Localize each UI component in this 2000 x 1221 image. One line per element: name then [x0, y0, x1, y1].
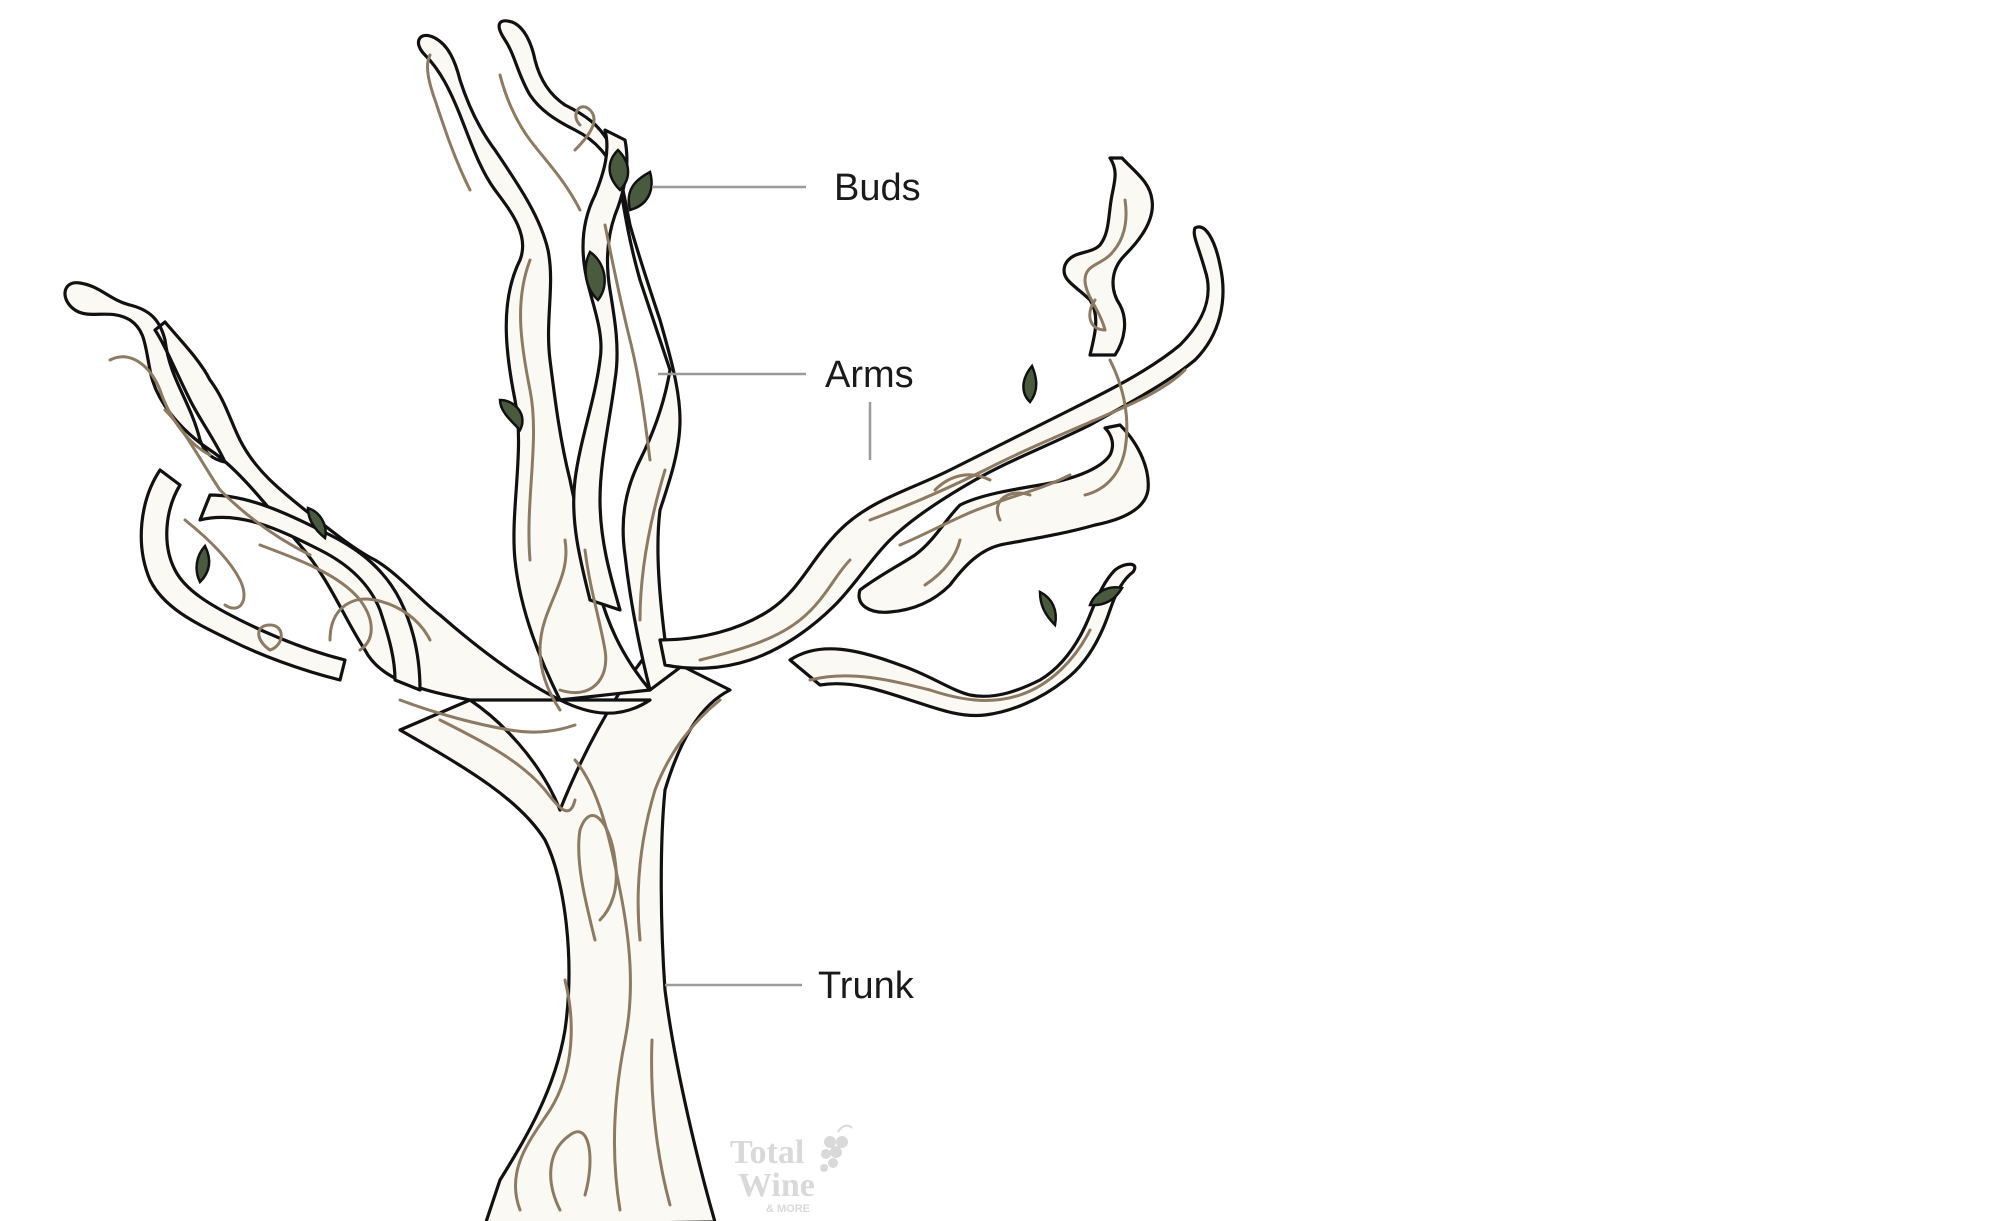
arms-label: Arms	[825, 354, 914, 396]
inner-central-branch	[572, 128, 629, 612]
bud-leaf	[1038, 589, 1057, 628]
central-right-branch	[497, 19, 692, 692]
callout-leaders	[652, 185, 872, 987]
watermark-line-1: Total	[730, 1134, 804, 1171]
bud-leaf	[498, 398, 524, 433]
right-arm-shape	[658, 225, 1225, 670]
bud-leaf	[584, 250, 606, 302]
bud-leaf	[1088, 586, 1124, 607]
bud-leaf	[195, 543, 211, 585]
grape-cluster-icon	[820, 1124, 853, 1172]
trunk-label: Trunk	[818, 965, 915, 1007]
bud-leaf	[627, 170, 653, 212]
watermark-line-2: Wine	[738, 1167, 815, 1204]
left-loop-shape	[139, 468, 347, 682]
bud-leaf	[608, 148, 630, 192]
left-arm-shape	[63, 281, 652, 715]
buds-label: Buds	[834, 167, 921, 209]
central-left-branch	[416, 33, 652, 702]
bud-leaf	[1022, 363, 1038, 404]
watermark-line-3: & MORE	[766, 1203, 810, 1215]
buds-group	[195, 148, 1124, 628]
total-wine-watermark: Total Wine & MORE	[730, 1124, 853, 1215]
vine-illustration	[63, 19, 1225, 1221]
bud-leaf	[306, 506, 327, 541]
bark-grain	[108, 53, 1187, 1212]
callout-labels: Buds Arms Trunk	[818, 167, 921, 1007]
trunk-shape	[398, 648, 732, 1221]
